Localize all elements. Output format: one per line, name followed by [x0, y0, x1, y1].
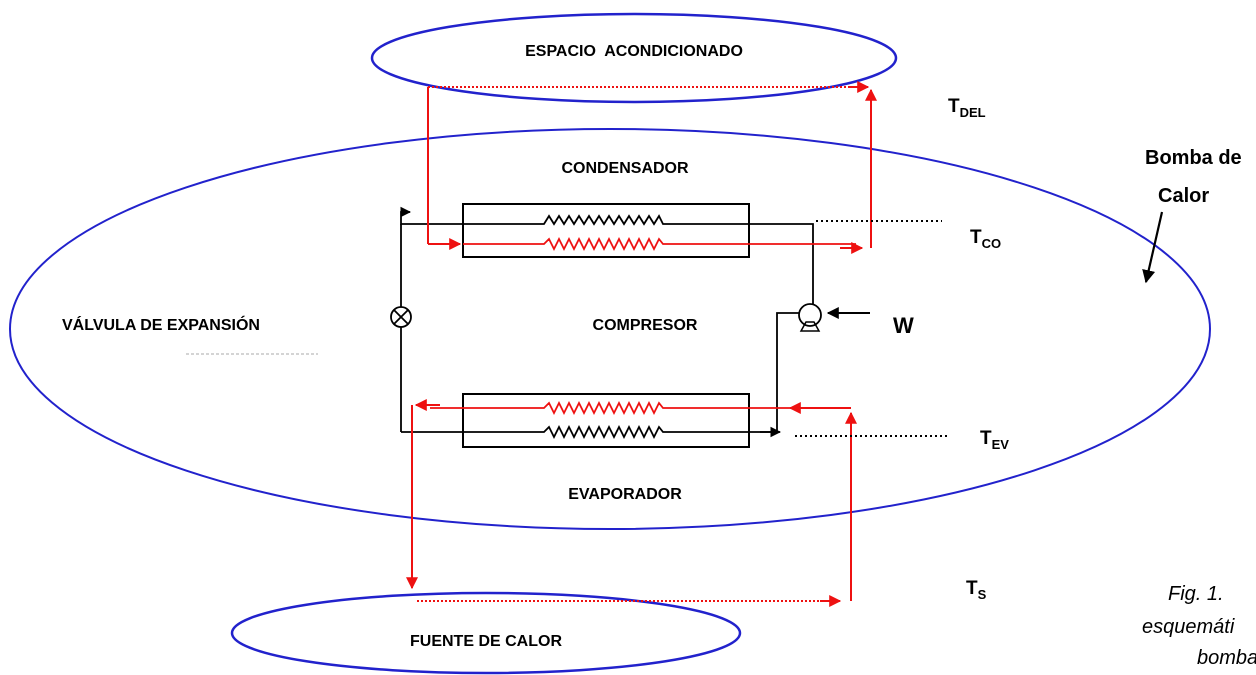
evaporator-box	[462, 393, 750, 448]
expansion-valve-label: VÁLVULA DE EXPANSIÓN	[62, 315, 260, 334]
condenser-refrigerant-coil	[400, 211, 814, 305]
heat-source-label: FUENTE DE CALOR	[410, 633, 562, 650]
condenser-box	[462, 203, 750, 258]
t-del-label: TDEL	[948, 96, 986, 120]
heat-pump-label-line2: Calor	[1158, 185, 1209, 207]
t-s-label: TS	[966, 578, 987, 602]
evaporator-label: EVAPORADOR	[568, 486, 682, 503]
conditioned-space-ellipse	[370, 12, 898, 104]
compressor-icon	[798, 303, 822, 332]
heat-pump-label-line1: Bomba de	[1145, 147, 1242, 169]
caption-line1: Fig. 1.	[1168, 583, 1224, 605]
heat-source-ellipse	[230, 591, 742, 675]
t-ev-label: TEV	[980, 428, 1009, 452]
t-co-label: TCO	[970, 227, 1001, 251]
heat-pump-pointer-arrow	[1142, 211, 1164, 284]
conditioned-space-label: ESPACIO ACONDICIONADO	[525, 43, 743, 60]
work-label: W	[893, 313, 914, 338]
compressor-label: COMPRESOR	[593, 317, 698, 334]
evaporator-refrigerant-coil	[401, 312, 800, 440]
caption-line3: bomba	[1197, 647, 1256, 669]
heat-pump-boundary	[9, 128, 1211, 530]
condenser-label: CONDENSADOR	[561, 160, 689, 177]
expansion-valve-icon	[390, 306, 412, 328]
caption-line2: esquemáti	[1142, 616, 1235, 638]
condenser-hot-coil	[463, 236, 856, 252]
evaporator-hot-coil	[430, 400, 790, 416]
